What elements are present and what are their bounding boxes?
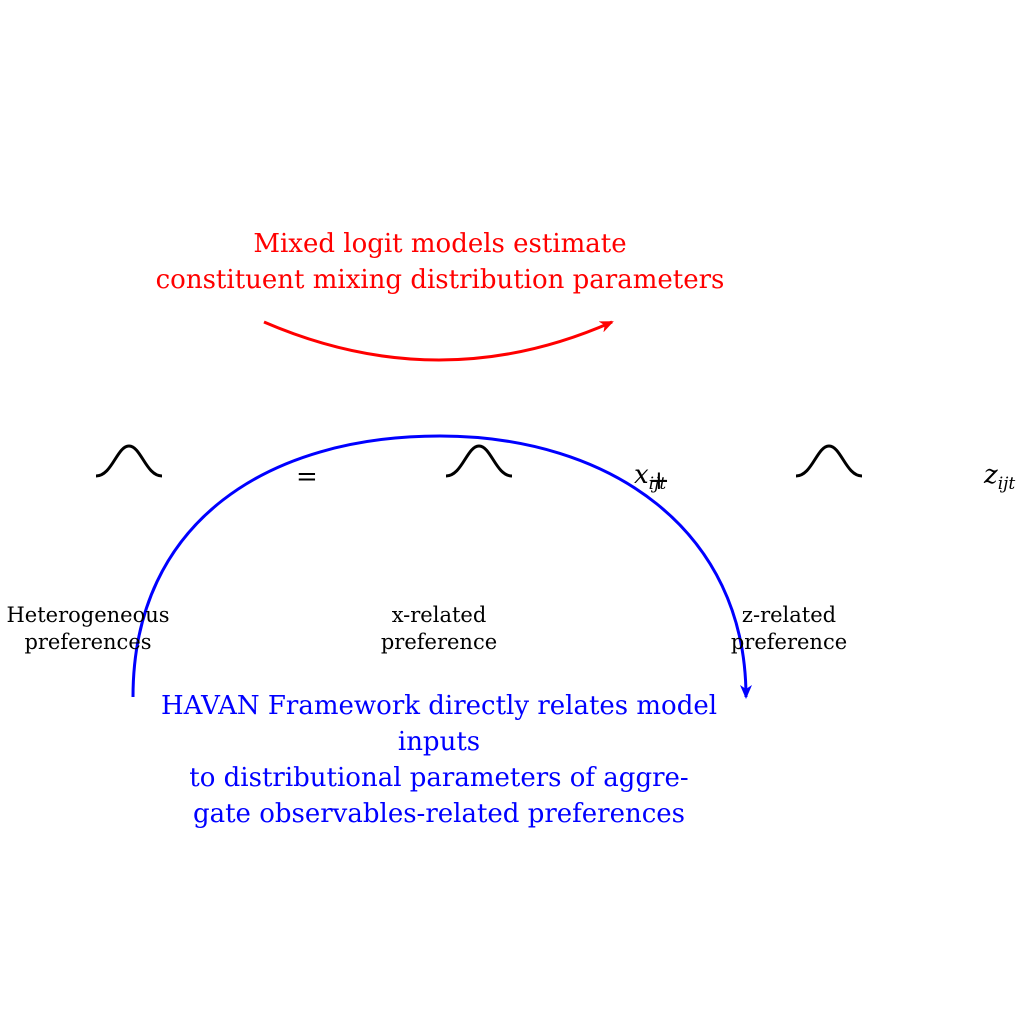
z-related-preference-caption: z-related preference [730,603,848,654]
z-variable-subscript: ijt [997,474,1016,494]
equals-sign: = [296,462,318,492]
havan-arrow [131,434,752,699]
heterogeneous-distribution-icon [95,444,163,478]
z-variable: zijt [984,460,1015,499]
mixed-logit-arrow [263,320,614,362]
x-variable-symbol: x [634,460,649,490]
z-distribution-icon [795,444,863,478]
bottom-annotation: HAVAN Framework directly relates model i… [160,691,718,829]
x-variable-subscript: ijt [648,474,667,494]
x-distribution-icon [445,444,513,478]
x-related-preference-caption: x-related preference [380,603,498,654]
plus-sign: + [648,466,670,496]
x-variable: xijt [634,460,666,499]
heterogeneous-preferences-caption: Heterogeneous preferences [6,603,170,654]
top-annotation: Mixed logit models estimate constituent … [155,229,725,295]
z-variable-symbol: z [984,460,998,490]
